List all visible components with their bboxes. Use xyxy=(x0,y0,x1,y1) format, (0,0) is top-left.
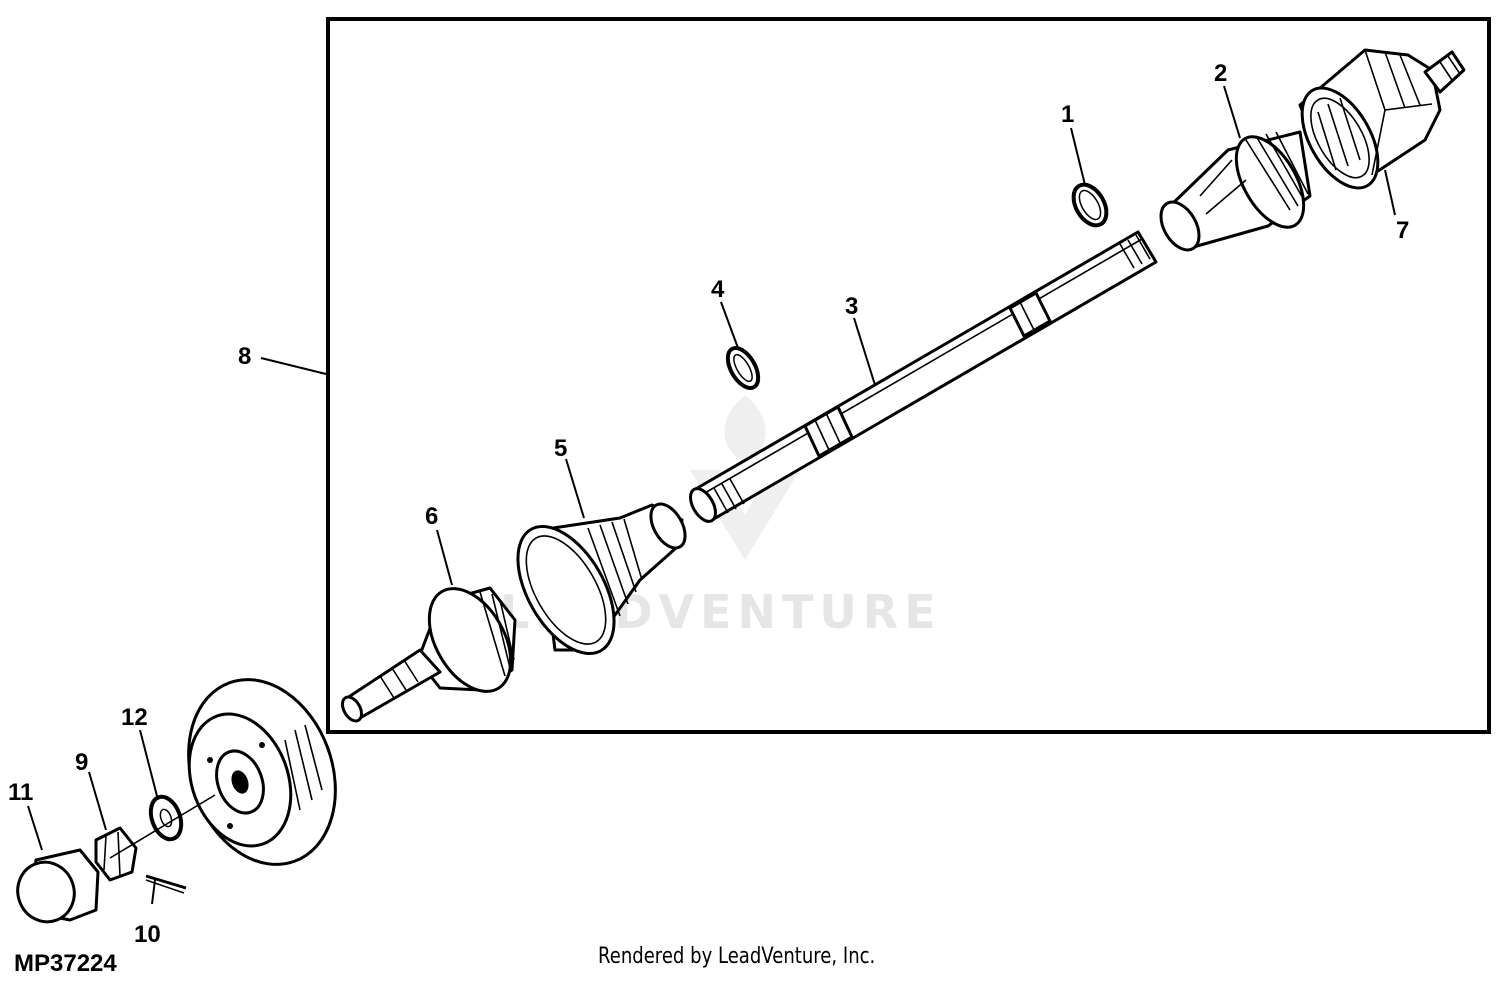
inner-cv-joint xyxy=(1298,48,1466,190)
callout-5: 5 xyxy=(554,435,567,462)
dust-cap xyxy=(16,848,100,924)
callout-4: 4 xyxy=(711,276,725,303)
callout-2: 2 xyxy=(1214,60,1227,87)
wheel-hub xyxy=(187,678,337,866)
cotter-pin xyxy=(145,874,187,894)
callout-9: 9 xyxy=(75,749,88,776)
snap-ring-upper xyxy=(1071,182,1109,228)
callout-8: 8 xyxy=(238,343,251,370)
outer-cv-boot xyxy=(516,502,687,656)
callout-7: 7 xyxy=(1396,217,1409,244)
axle-shaft xyxy=(689,230,1158,523)
figure-id: MP37224 xyxy=(14,950,117,977)
callout-3: 3 xyxy=(845,293,858,320)
snap-ring-lower xyxy=(725,346,761,390)
washer xyxy=(148,794,184,842)
callout-1: 1 xyxy=(1061,101,1074,128)
outer-cv-joint xyxy=(341,586,517,723)
callout-12: 12 xyxy=(121,704,148,731)
callout-6: 6 xyxy=(425,503,438,530)
assembly-frame xyxy=(326,17,1491,734)
callout-10: 10 xyxy=(134,921,161,948)
callouts: 1 2 3 4 5 6 7 8 9 10 11 12 xyxy=(8,60,1409,948)
callout-11: 11 xyxy=(8,779,33,806)
render-credit: Rendered by LeadVenture, Inc. xyxy=(598,944,876,969)
inner-cv-boot xyxy=(1159,130,1312,252)
leader-lines xyxy=(27,85,1396,905)
